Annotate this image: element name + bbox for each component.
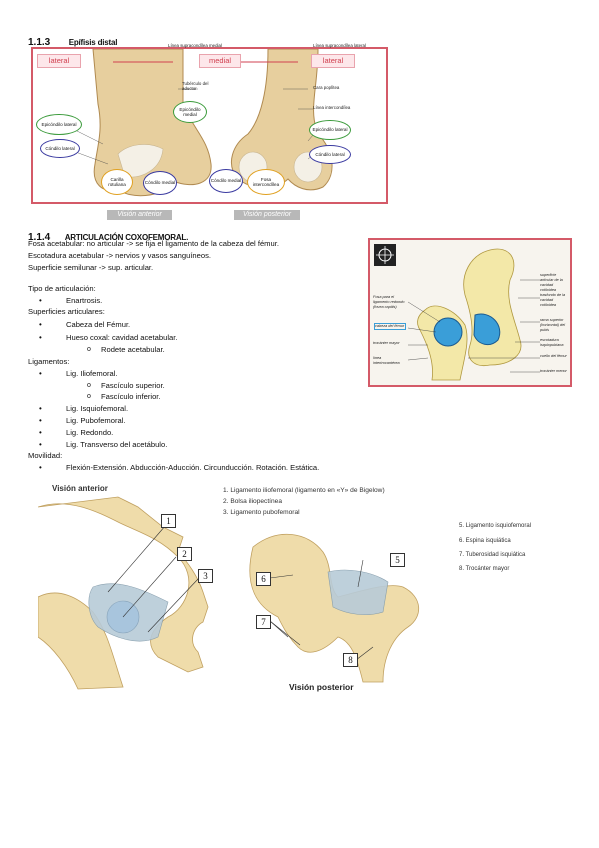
condilo-medial-right-label: Cóndilo medial	[209, 169, 243, 193]
tab-lateral-right: lateral	[311, 54, 355, 68]
escotadura-label: escotadura isquiopubiana	[540, 338, 564, 347]
ligamento-item-3: Lig. Pubofemoral.	[39, 416, 125, 426]
legend-item-2: 2. Bolsa iliopectínea	[223, 498, 283, 505]
ligamento-item-4: Lig. Redondo.	[39, 428, 113, 438]
section-title: Epífisis distal	[68, 38, 118, 47]
right-legend-8: 8. Trocánter mayor	[459, 566, 510, 572]
linea-intertrocanterea-label: línea intertrocantérea	[373, 356, 400, 365]
linea-intercondilea-label: Línea intercondílea	[313, 105, 351, 110]
movilidad-heading: Movilidad:	[28, 451, 63, 460]
number-label-3: 3	[198, 569, 213, 583]
condilo-medial-mid-label: Cóndilo medial	[143, 171, 177, 195]
movilidad-item: Flexión-Extensión. Abducción-Aducción. C…	[39, 463, 319, 473]
number-label-8: 8	[343, 653, 358, 667]
vision-posterior-title: Visión posterior	[289, 682, 354, 692]
line-supra-lateral-label: Línea supracondílea lateral	[313, 43, 366, 48]
ligamento-sub-2: Fascículo inferior.	[87, 392, 160, 402]
number-label-7: 7	[256, 615, 271, 629]
hip-joint-illustration	[374, 244, 540, 381]
section-number: 1.1.4	[28, 232, 51, 243]
superficie-item-2: Hueso coxal: cavidad acetabular.	[39, 333, 178, 343]
number-label-5: 5	[390, 553, 405, 567]
epicondilo-medial-top-label: Epicóndilo medial	[173, 101, 207, 123]
ligamento-sub-1: Fascículo superior.	[87, 381, 165, 391]
trocanter-mayor-label: trocánter mayor	[373, 341, 400, 345]
caption-vision-anterior: Visión anterior	[107, 210, 172, 220]
tuberculo-label: Tubérculo del aductor	[182, 81, 209, 91]
hip-ligaments-illustration	[38, 496, 420, 690]
ligamento-item-1: Lig. Iliofemoral.	[39, 369, 117, 379]
cabeza-femur-label: cabeza del fémur	[374, 323, 406, 330]
vision-anterior-title: Visión anterior	[52, 484, 108, 493]
intro-line-1: Fosa acetabular: no articular -> se fija…	[28, 239, 279, 248]
cuello-femur-label: cuello del fémur	[540, 354, 567, 358]
carilla-rotuliana-label: Carilla rotuliana	[101, 169, 133, 195]
right-legend-5: 5. Ligamento isquiofemoral	[459, 523, 532, 529]
distal-femur-illustration	[72, 49, 333, 197]
line-supra-medial-label: Línea supracondílea medial	[168, 43, 222, 48]
number-label-6: 6	[256, 572, 271, 586]
ligament-legend: 1. Ligamento iliofemoral (ligamento en «…	[223, 485, 385, 518]
intro-line-2: Escotadura acetabular -> nervios y vasos…	[28, 251, 211, 260]
condilo-lateral-right-label: Cóndilo lateral	[309, 145, 351, 164]
superficie-item-1: Cabeza del Fémur.	[39, 320, 130, 330]
hip-ligaments-figure: Visión anterior 1. Ligamento iliofemoral…	[38, 477, 428, 707]
fovea-label: Fosa para el ligamento redondo (fovea ca…	[373, 295, 405, 309]
fosa-intercondilea-label: Fosa intercondílea	[247, 169, 285, 195]
number-label-2: 2	[177, 547, 192, 561]
ligamento-item-2: Lig. Isquiofemoral.	[39, 404, 128, 414]
rama-superior-label: rama superior (horizontal) del pubis	[540, 318, 566, 332]
tipo-item: Enartrosis.	[39, 296, 103, 306]
right-legend-7: 7. Tuberosidad isquiática	[459, 552, 526, 558]
tipo-heading: Tipo de articulación:	[28, 284, 96, 293]
section-heading-113: 1.1.3 Epífisis distal	[28, 32, 117, 50]
tab-medial: medial	[199, 54, 241, 68]
ligamentos-heading: Ligamentos:	[28, 357, 70, 366]
ligamento-item-5: Lig. Transverso del acetábulo.	[39, 440, 167, 450]
trasfondo-label: trasfondo de la cavidad cotiloidea	[540, 293, 566, 307]
intro-line-3: Superficie semilunar -> sup. articular.	[28, 263, 154, 272]
distal-femur-figure: Línea supracondílea medial Línea supraco…	[31, 43, 388, 204]
section-heading-114: 1.1.4 ARTICULACIÓN COXOFEMORAL.	[28, 227, 188, 245]
section-number: 1.1.3	[28, 37, 51, 48]
legend-item-1: 1. Ligamento iliofemoral (ligamento en «…	[223, 487, 385, 494]
epicondilo-lateral-left-label: Epicóndilo lateral	[36, 114, 82, 135]
cara-poplitea-label: Cara poplítea	[313, 85, 340, 90]
number-label-1: 1	[161, 514, 176, 528]
caption-vision-posterior: Visión posterior	[234, 210, 300, 220]
section-title: ARTICULACIÓN COXOFEMORAL.	[64, 233, 189, 242]
right-legend-6: 6. Espina isquiática	[459, 538, 511, 544]
superficies-heading: Superficies articulares:	[28, 307, 105, 316]
superficie-sub-1: Rodete acetabular.	[87, 345, 165, 355]
tab-lateral-left: lateral	[37, 54, 81, 68]
hip-joint-figure: Fosa para el ligamento redondo (fovea ca…	[368, 238, 572, 387]
epicondilo-lateral-right-label: Epicóndilo lateral	[309, 120, 351, 140]
trocanter-menor-label: trocánter menor	[540, 369, 567, 373]
superficie-articular-label: superficie articular de la cavidad cotil…	[540, 273, 563, 292]
condilo-lateral-left-label: Cóndilo lateral	[40, 139, 80, 158]
legend-item-3: 3. Ligamento pubofemoral	[223, 509, 300, 516]
